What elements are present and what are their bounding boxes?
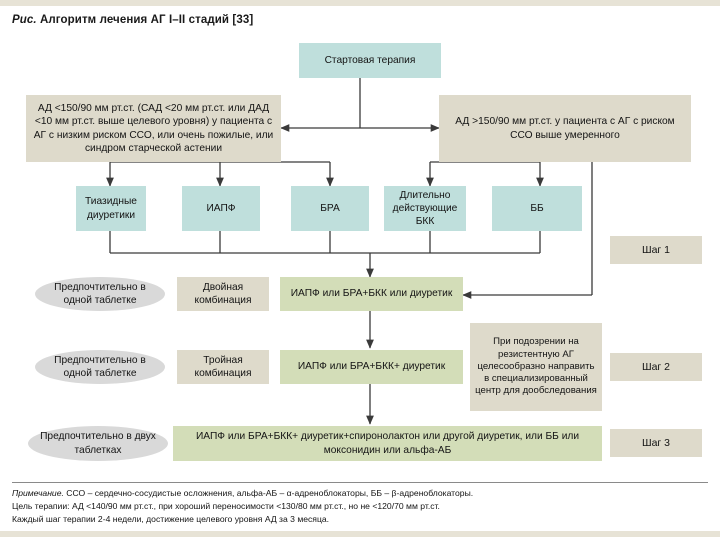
node-step3-therapy-label: ИАПФ или БРА+БКК+ диуретик+спиронолактон…: [195, 431, 580, 456]
node-drug-arb: БРА: [291, 186, 369, 231]
figure-caption: Рис. Алгоритм лечения АГ I–II стадий [33…: [12, 14, 253, 26]
node-drug-thiazide-diuretics-label: Тиазидные диуретики: [85, 196, 137, 221]
node-step3-therapy: ИАПФ или БРА+БКК+ диуретик+спиронолактон…: [173, 426, 602, 461]
note-preferred-one-tablet-1-label: Предпочтительно в одной таблетке: [54, 281, 146, 306]
footnote-line-2: Цель терапии: АД <140/90 мм рт.ст., при …: [12, 501, 440, 512]
footnote-line-3: Каждый шаг терапии 2-4 недели, достижени…: [12, 514, 330, 525]
node-drug-long-acting-ccb-label: Длительно действующие БКК: [392, 189, 458, 228]
node-step2-therapy-label: ИАПФ или БРА+БКК+ диуретик: [297, 361, 446, 373]
step-1-label: Шаг 1: [641, 244, 671, 256]
node-branch-high-risk: АД >150/90 мм рт.ст. у пациента с АГ с р…: [439, 95, 691, 162]
bottom-decorative-bar: [0, 531, 720, 537]
node-drug-arb-label: БРА: [320, 202, 340, 214]
top-decorative-bar: [0, 0, 720, 6]
node-drug-acei: ИАПФ: [182, 186, 260, 231]
node-drug-beta-blockers: ББ: [492, 186, 582, 231]
note-preferred-one-tablet-1: Предпочтительно в одной таблетке: [35, 277, 165, 311]
caption-prefix: Рис.: [12, 14, 37, 26]
footnote-line-1: Примечание. ССО – сердечно-сосудистые ос…: [12, 487, 712, 500]
step-3-label: Шаг 3: [641, 437, 671, 449]
note-preferred-two-tablets-label: Предпочтительно в двух таблетках: [40, 431, 156, 456]
footer-divider: [12, 482, 708, 483]
node-resistant-hypertension-referral: При подозрении на резистентную АГ целесо…: [470, 323, 602, 411]
node-dual-combination: Двойная комбинация: [177, 277, 269, 311]
node-step1-therapy-label: ИАПФ или БРА+БКК или диуретик: [290, 288, 453, 300]
node-drug-beta-blockers-label: ББ: [530, 202, 544, 214]
step-3-badge: Шаг 3: [610, 429, 702, 457]
node-step2-therapy: ИАПФ или БРА+БКК+ диуретик: [280, 350, 463, 384]
note-preferred-two-tablets: Предпочтительно в двух таблетках: [28, 426, 168, 461]
node-drug-acei-label: ИАПФ: [206, 202, 236, 214]
node-start-therapy: Стартовая терапия: [299, 43, 441, 78]
node-triple-combination-label: Тройная комбинация: [194, 354, 252, 379]
node-start-therapy-label: Стартовая терапия: [324, 54, 416, 66]
footnote-label: Примечание.: [12, 488, 64, 498]
node-triple-combination: Тройная комбинация: [177, 350, 269, 384]
footnote-line-1-text: ССО – сердечно-сосудистые осложнения, ал…: [63, 488, 474, 498]
node-branch-low-risk: АД <150/90 мм рт.ст. (САД <20 мм рт.ст. …: [26, 95, 281, 162]
step-2-label: Шаг 2: [641, 361, 671, 373]
node-drug-thiazide-diuretics: Тиазидные диуретики: [76, 186, 146, 231]
node-drug-long-acting-ccb: Длительно действующие БКК: [384, 186, 466, 231]
step-2-badge: Шаг 2: [610, 353, 702, 381]
node-branch-high-risk-label: АД >150/90 мм рт.ст. у пациента с АГ с р…: [455, 116, 675, 141]
note-preferred-one-tablet-2-label: Предпочтительно в одной таблетке: [54, 354, 146, 379]
node-step1-therapy: ИАПФ или БРА+БКК или диуретик: [280, 277, 463, 311]
node-resistant-hypertension-referral-label: При подозрении на резистентную АГ целесо…: [475, 336, 597, 397]
figure-footnote: Примечание. ССО – сердечно-сосудистые ос…: [12, 487, 712, 526]
node-dual-combination-label: Двойная комбинация: [194, 281, 252, 306]
caption-text: Алгоритм лечения АГ I–II стадий [33]: [39, 14, 254, 26]
node-branch-low-risk-label: АД <150/90 мм рт.ст. (САД <20 мм рт.ст. …: [33, 103, 274, 154]
note-preferred-one-tablet-2: Предпочтительно в одной таблетке: [35, 350, 165, 384]
step-1-badge: Шаг 1: [610, 236, 702, 264]
